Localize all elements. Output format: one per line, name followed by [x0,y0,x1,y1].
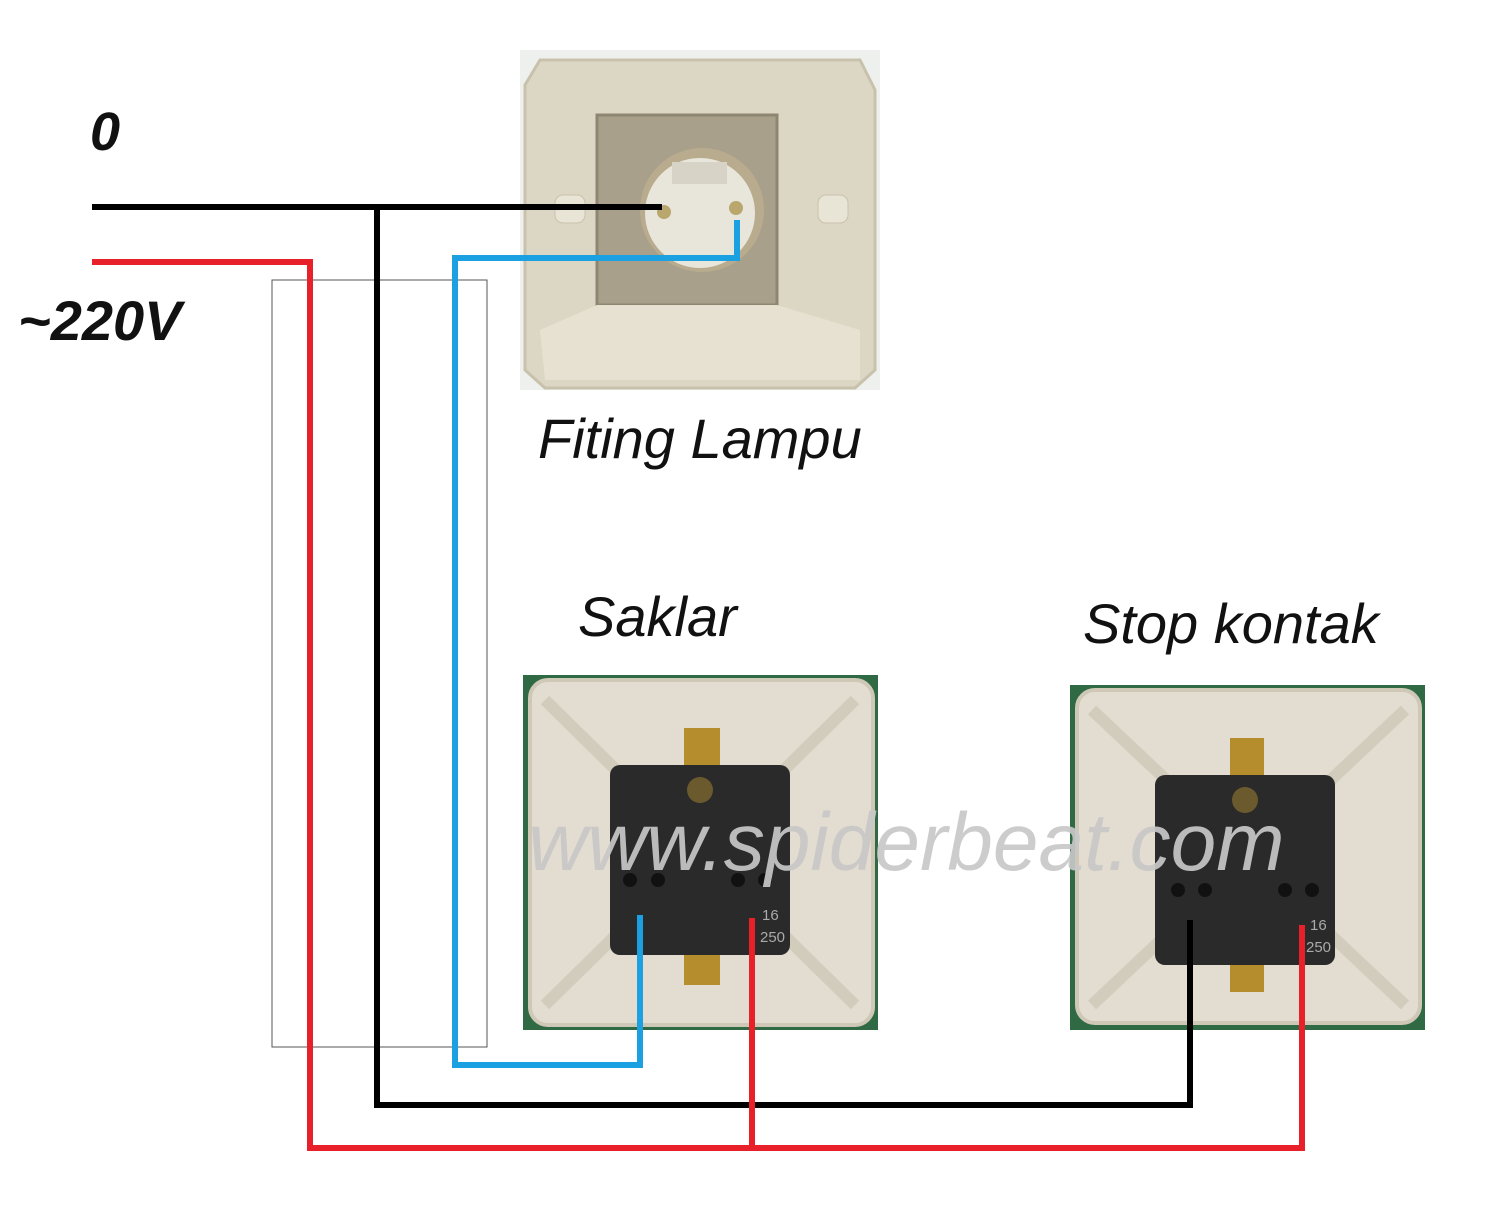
socket-rating-current: 16 [1310,917,1327,934]
phase-label: ~220V [18,289,186,352]
switch-photo: 16 250 [523,675,878,1030]
socket-photo: 16 250 [1070,685,1425,1030]
switch-rating-current: 16 [762,907,779,924]
switched-wire [452,220,740,1068]
socket-label: Stop kontak [1083,592,1382,655]
switch-label: Saklar [578,585,739,648]
watermark: www.spiderbeat.com [528,797,1285,888]
neutral-label: 0 [90,102,120,162]
lamp-fitting-photo [520,50,880,390]
switch-rating-voltage: 250 [760,929,785,946]
socket-rating-voltage: 250 [1306,939,1331,956]
lamp-label: Fiting Lampu [538,407,862,470]
phase-wire [92,259,1305,1151]
neutral-wire-to-socket [374,207,1193,1108]
